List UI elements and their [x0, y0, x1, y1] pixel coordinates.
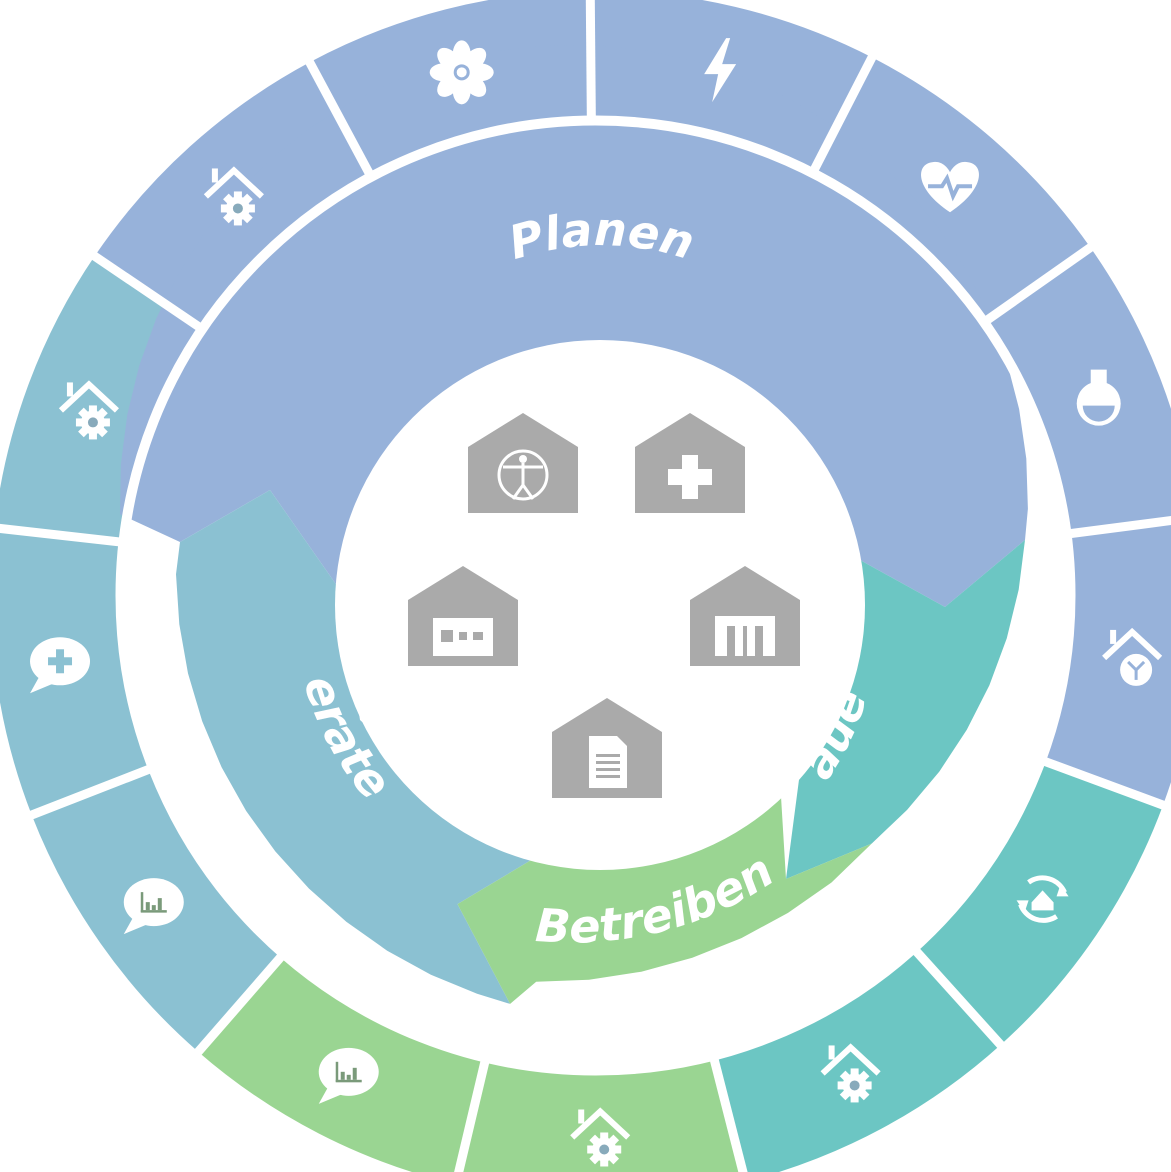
ring-border: [115, 115, 1076, 1076]
phase-bauen[interactable]: [786, 540, 1025, 879]
home-gear-icon[interactable]: [203, 166, 264, 226]
segment-divider: [585, 0, 596, 125]
ring-segment[interactable]: [94, 62, 372, 330]
flask-icon[interactable]: [1076, 369, 1121, 426]
segment-divider: [192, 947, 290, 1058]
segment-divider: [806, 51, 878, 179]
ring-segment[interactable]: [713, 948, 1001, 1172]
heart-pulse-icon[interactable]: [921, 161, 980, 213]
segment-divider: [454, 1052, 492, 1172]
factory-building-icon: [408, 566, 518, 666]
home-gear-icon[interactable]: [58, 380, 119, 440]
hospital-building-icon: [635, 413, 745, 513]
chart-speech-icon[interactable]: [123, 878, 184, 935]
museum-building-icon: [690, 566, 800, 666]
vitruvian-building-icon: [468, 413, 578, 513]
phase-betreiben[interactable]: [457, 780, 872, 1004]
smart-home-circuit-icon[interactable]: [1102, 627, 1163, 686]
segment-divider: [978, 241, 1097, 329]
segment-divider: [26, 762, 159, 821]
ring-segment[interactable]: [1041, 517, 1171, 806]
ring-segment[interactable]: [984, 247, 1171, 535]
medical-speech-icon[interactable]: [30, 637, 91, 694]
segment-divider: [707, 1050, 748, 1172]
phase-beraten[interactable]: [176, 490, 548, 1004]
home-refresh-icon[interactable]: [1016, 875, 1069, 923]
segment-divider: [1035, 754, 1169, 811]
lightning-icon[interactable]: [704, 38, 737, 103]
fan-icon[interactable]: [429, 40, 494, 105]
segment-divider: [0, 523, 128, 548]
segment-divider: [907, 942, 1007, 1051]
document-building-icon: [552, 698, 662, 798]
center-buildings: [408, 413, 800, 798]
segment-divider: [88, 250, 209, 336]
chart-speech-icon[interactable]: [318, 1047, 379, 1104]
segment-divider: [303, 56, 377, 183]
segment-divider: [1061, 515, 1171, 540]
